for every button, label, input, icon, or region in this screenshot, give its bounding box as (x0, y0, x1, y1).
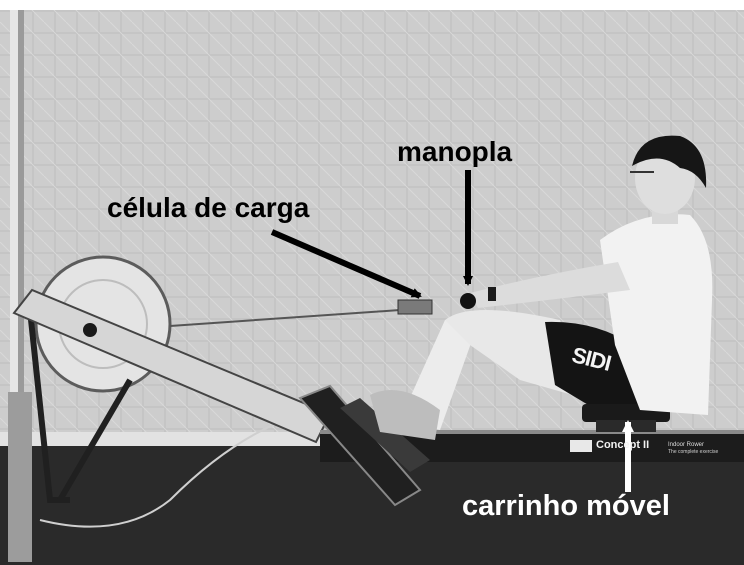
brand-logo-mark (570, 440, 592, 452)
label-load-cell: célula de carga (107, 192, 310, 223)
wristwatch (488, 287, 496, 301)
footplate (340, 398, 430, 472)
brand-concept-tagline: The complete exercise (668, 449, 719, 455)
brand-concept-model: Indoor Rower (668, 442, 705, 448)
front-leg-2 (57, 378, 133, 502)
white-border-top (0, 0, 744, 10)
rower-shoe (370, 390, 440, 440)
arrow-to-load-cell (270, 229, 422, 299)
chain (169, 309, 401, 327)
handle (460, 293, 476, 309)
brand-concept-logo: Concept II (596, 439, 650, 451)
rower-hair (632, 135, 707, 188)
load-cell (397, 299, 433, 315)
floor-cable (39, 417, 291, 528)
seat-track-top (320, 430, 744, 434)
left-pole-shade (18, 10, 24, 450)
left-box (8, 392, 32, 562)
footrest (298, 384, 422, 507)
label-handle: manopla (397, 136, 513, 167)
rower-torso (600, 214, 713, 415)
rower-arm (470, 262, 630, 308)
left-pole (10, 10, 18, 450)
label-moving-seat: carrinho móvel (462, 490, 670, 522)
beam-bolt (83, 323, 97, 337)
